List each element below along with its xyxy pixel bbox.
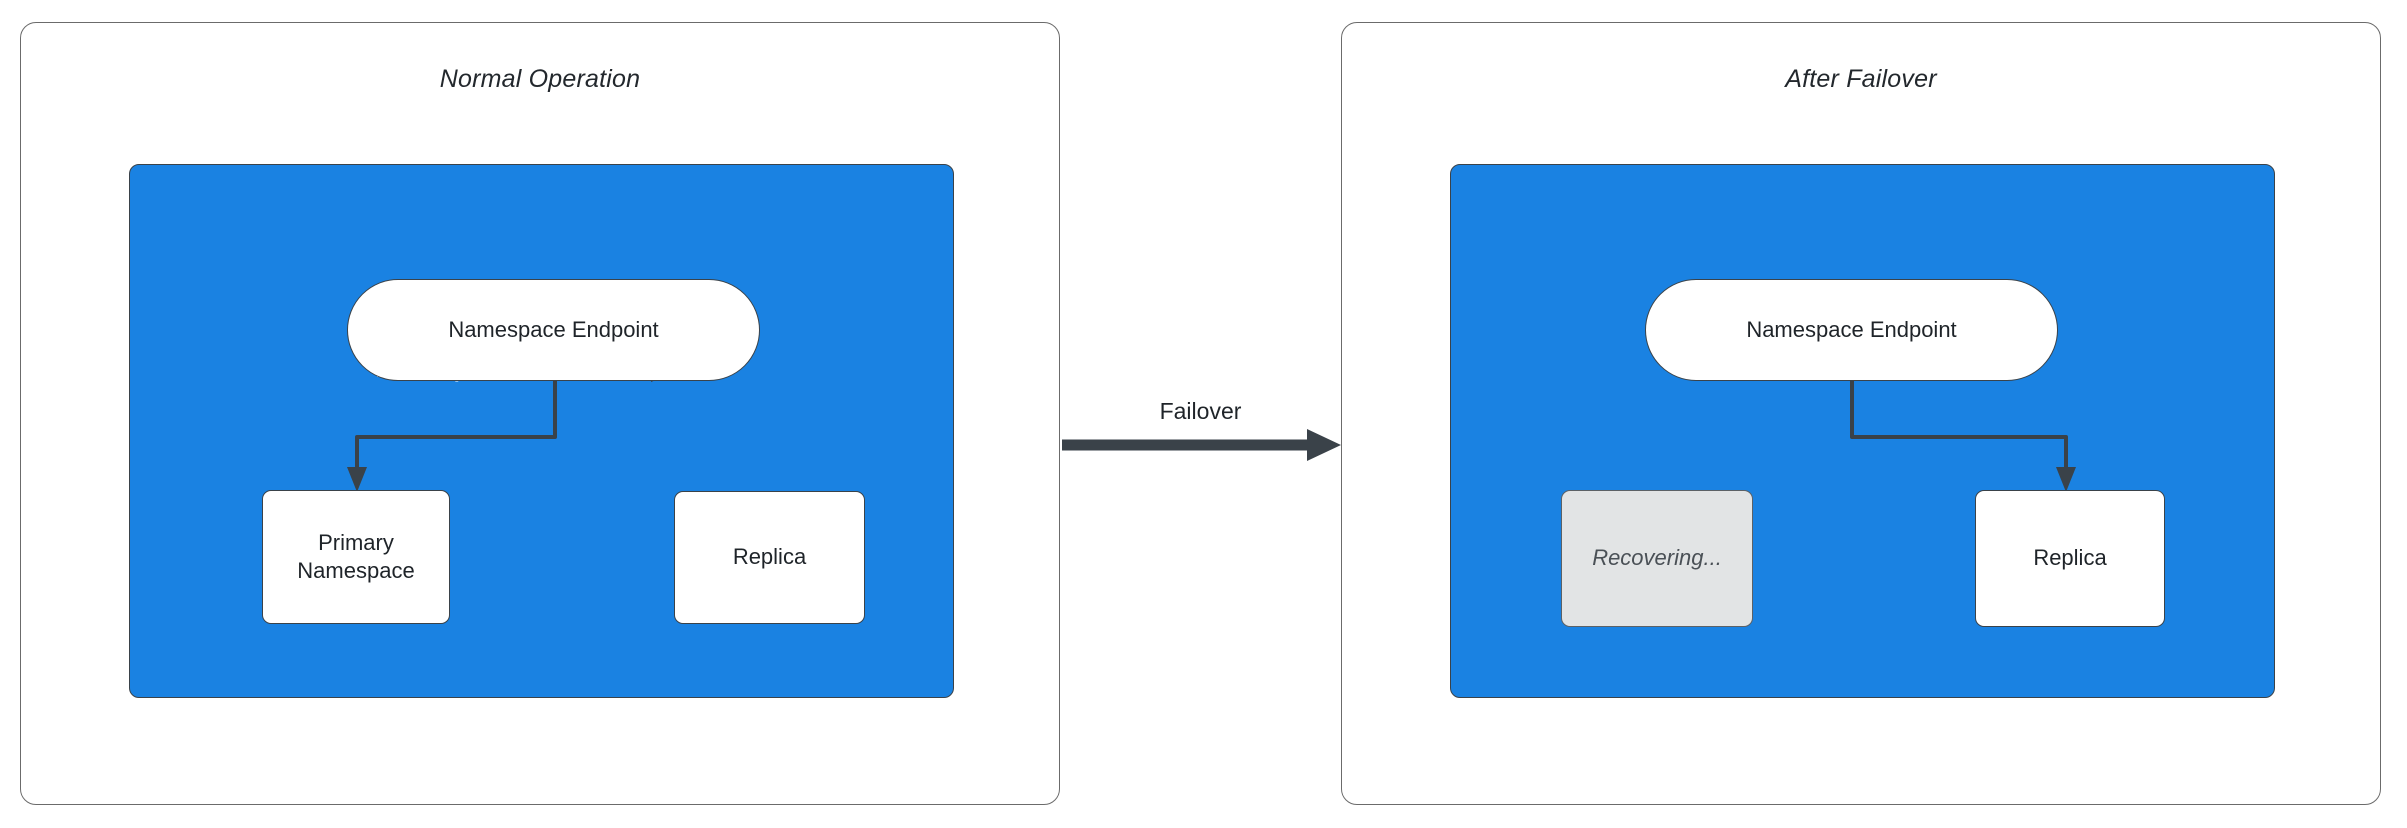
node-label-replica-right: Replica <box>2033 545 2107 571</box>
panel-title-after-failover: After Failover <box>1785 65 1937 93</box>
edge-endpoint-to-replica-path <box>1850 381 2068 475</box>
node-label-replica-left: Replica <box>732 544 807 570</box>
node-replica-right[interactable]: Replica <box>1975 490 2165 627</box>
edge-failover-transition <box>1062 429 1341 461</box>
node-namespace-endpoint-right[interactable]: Namespace Endpoint <box>1645 279 2058 381</box>
panel-title-normal-operation: Normal Operation <box>439 65 641 93</box>
node-label-primary-namespace-line2: Namespace <box>297 558 415 583</box>
edge-failover-arrowhead <box>1307 429 1341 461</box>
edge-endpoint-to-primary-arrowhead <box>347 467 367 492</box>
node-replica-left[interactable]: Replica <box>674 491 865 624</box>
node-label-primary-namespace: Primary Namespace <box>297 529 414 585</box>
region-blue-left: Data Replication Namespace Endpoint Prim… <box>129 164 954 698</box>
node-namespace-endpoint-left[interactable]: Namespace Endpoint <box>347 279 760 381</box>
node-label-namespace-endpoint-left: Namespace Endpoint <box>448 316 659 342</box>
panel-after-failover: After Failover Namespace Endpoint Recove… <box>1341 22 2381 805</box>
node-primary-namespace[interactable]: Primary Namespace <box>262 490 450 624</box>
transition-label-failover: Failover <box>1159 398 1242 424</box>
edge-endpoint-to-replica-arrowhead <box>2056 467 2076 492</box>
node-recovering[interactable]: Recovering... <box>1561 490 1753 627</box>
node-label-primary-namespace-line1: Primary <box>318 529 394 555</box>
panel-normal-operation: Normal Operation Data Replication Namesp… <box>20 22 1060 805</box>
node-label-namespace-endpoint-right: Namespace Endpoint <box>1746 316 1957 342</box>
node-label-recovering: Recovering... <box>1592 545 1722 571</box>
region-blue-right: Namespace Endpoint Recovering... Replica <box>1450 164 2275 698</box>
edge-endpoint-to-primary-path <box>355 381 557 475</box>
